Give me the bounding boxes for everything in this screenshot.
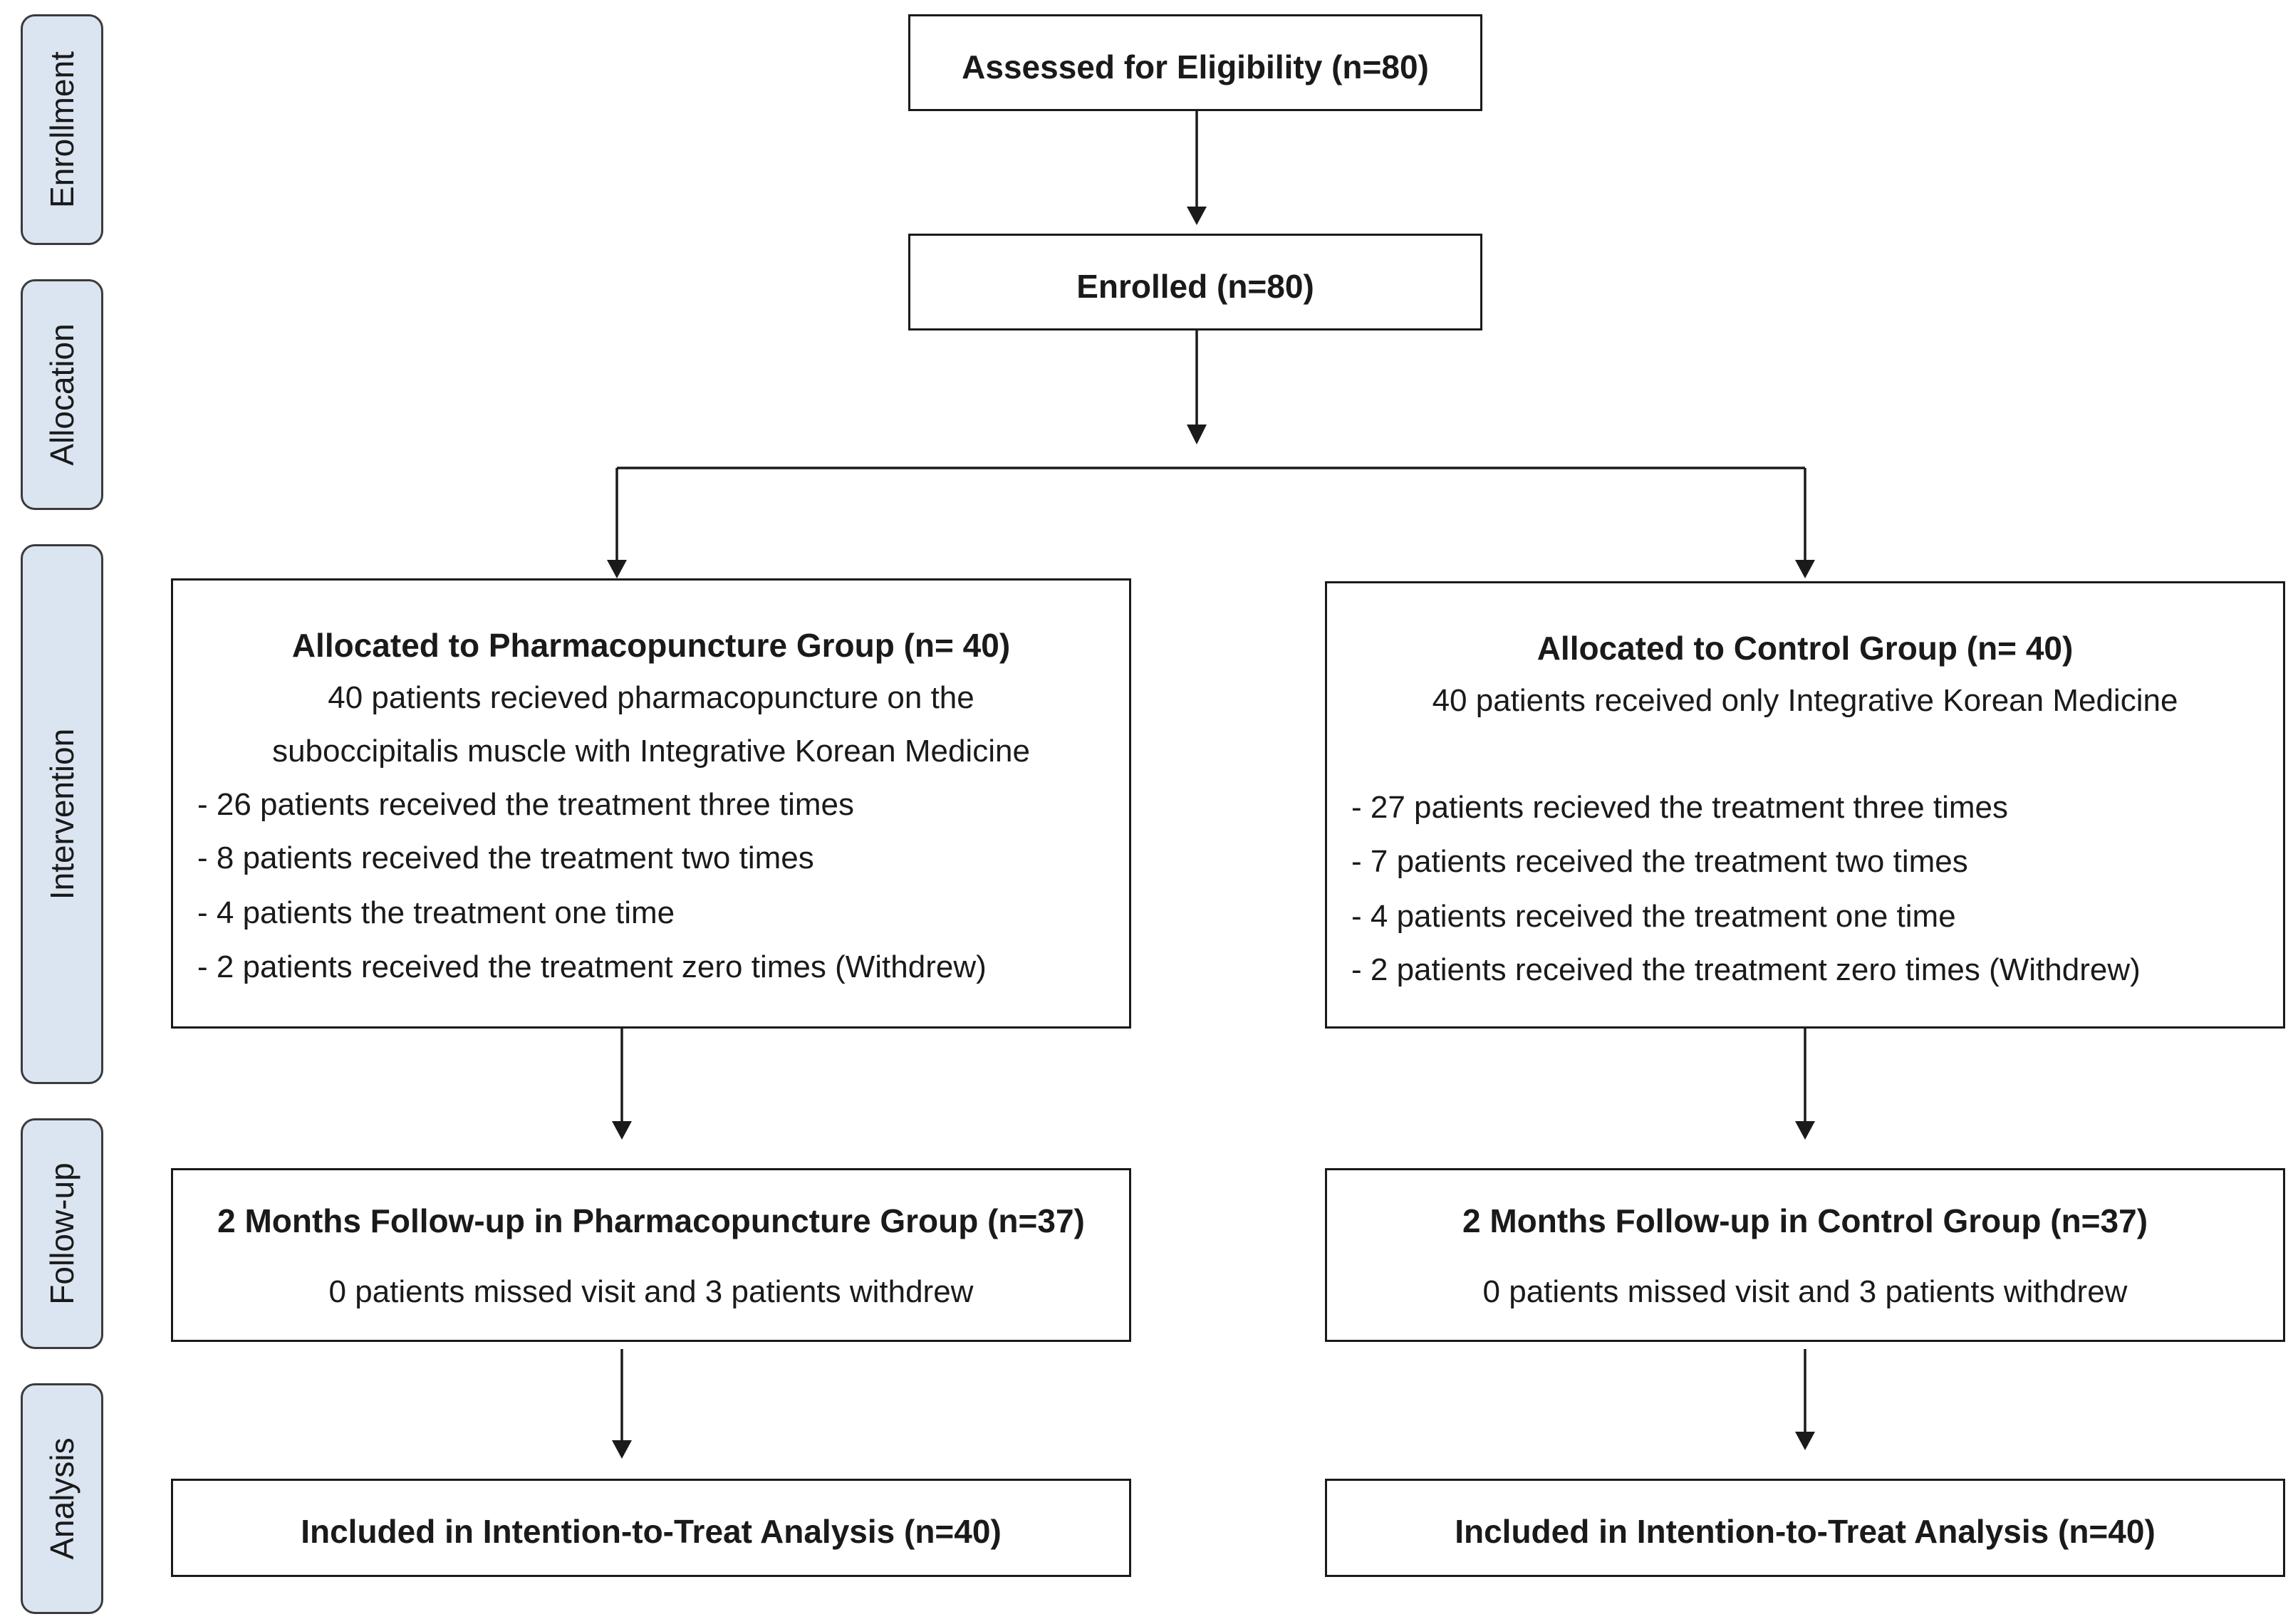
control-followup-title: 2 Months Follow-up in Control Group (n=3… [1462, 1202, 2148, 1239]
assessed-label: Assessed for Eligibility (n=80) [962, 48, 1429, 85]
pharma-analysis-box: Included in Intention-to-Treat Analysis … [171, 1479, 1131, 1577]
arrowhead-enrolled-to-split [1187, 425, 1207, 444]
stage-intervention: Intervention [21, 544, 103, 1084]
arrowhead-assessed-to-enrolled [1187, 207, 1207, 225]
control-allocation-box: Allocated to Control Group (n= 40) 40 pa… [1325, 581, 2285, 1029]
control-analysis-box: Included in Intention-to-Treat Analysis … [1325, 1479, 2285, 1577]
pharma-description-line1: 40 patients recieved pharmacopuncture on… [328, 680, 974, 715]
pharma-item-three-times: - 26 patients received the treatment thr… [197, 787, 855, 822]
arrowhead-pharma-to-followup [612, 1121, 632, 1140]
control-item-one-time: - 4 patients received the treatment one … [1351, 899, 1956, 934]
arrowhead-pharma-followup-to-analysis [612, 1440, 632, 1459]
pharma-followup-title: 2 Months Follow-up in Pharmacopuncture G… [217, 1202, 1085, 1239]
enrolled-label: Enrolled (n=80) [1076, 268, 1314, 305]
pharma-followup-note: 0 patients missed visit and 3 patients w… [328, 1274, 974, 1309]
control-item-two-times: - 7 patients received the treatment two … [1351, 844, 1968, 879]
pharma-item-two-times: - 8 patients received the treatment two … [197, 840, 814, 875]
stage-followup: Follow-up [21, 1118, 103, 1349]
control-item-three-times: - 27 patients recieved the treatment thr… [1351, 790, 2009, 825]
pharma-description-line2: suboccipitalis muscle with Integrative K… [272, 734, 1030, 769]
pharma-followup-box: 2 Months Follow-up in Pharmacopuncture G… [171, 1168, 1131, 1342]
control-followup-box: 2 Months Follow-up in Control Group (n=3… [1325, 1168, 2285, 1342]
stage-analysis: Analysis [21, 1383, 103, 1614]
control-item-zero-times: - 2 patients received the treatment zero… [1351, 952, 2141, 987]
control-analysis-label: Included in Intention-to-Treat Analysis … [1455, 1513, 2156, 1550]
control-allocation-title: Allocated to Control Group (n= 40) [1537, 630, 2074, 667]
control-followup-note: 0 patients missed visit and 3 patients w… [1482, 1274, 2128, 1309]
arrowhead-control-to-followup [1795, 1121, 1815, 1140]
arrowhead-split-to-control [1795, 560, 1815, 578]
pharma-item-zero-times: - 2 patients received the treatment zero… [197, 949, 987, 984]
control-description-line1: 40 patients received only Integrative Ko… [1432, 683, 2178, 718]
assessed-box: Assessed for Eligibility (n=80) [908, 14, 1482, 111]
pharma-item-one-time: - 4 patients the treatment one time [197, 895, 675, 930]
stage-enrollment: Enrollment [21, 14, 103, 245]
pharma-analysis-label: Included in Intention-to-Treat Analysis … [301, 1513, 1002, 1550]
arrowhead-control-followup-to-analysis [1795, 1432, 1815, 1450]
pharma-allocation-box: Allocated to Pharmacopuncture Group (n= … [171, 578, 1131, 1029]
stage-allocation: Allocation [21, 279, 103, 510]
arrowhead-split-to-pharma [607, 560, 627, 578]
enrolled-box: Enrolled (n=80) [908, 234, 1482, 330]
pharma-allocation-title: Allocated to Pharmacopuncture Group (n= … [291, 627, 1011, 664]
